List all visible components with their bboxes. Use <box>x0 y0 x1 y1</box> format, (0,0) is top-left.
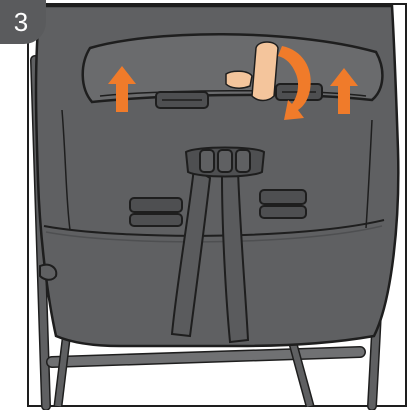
strap-slot-upper-left <box>156 92 208 108</box>
step-number-badge: 3 <box>0 0 46 44</box>
buckle-icon <box>186 148 264 177</box>
strap-slot-lower-right <box>260 190 306 218</box>
strap-slot-lower-left <box>130 198 182 226</box>
side-tab <box>40 265 56 280</box>
